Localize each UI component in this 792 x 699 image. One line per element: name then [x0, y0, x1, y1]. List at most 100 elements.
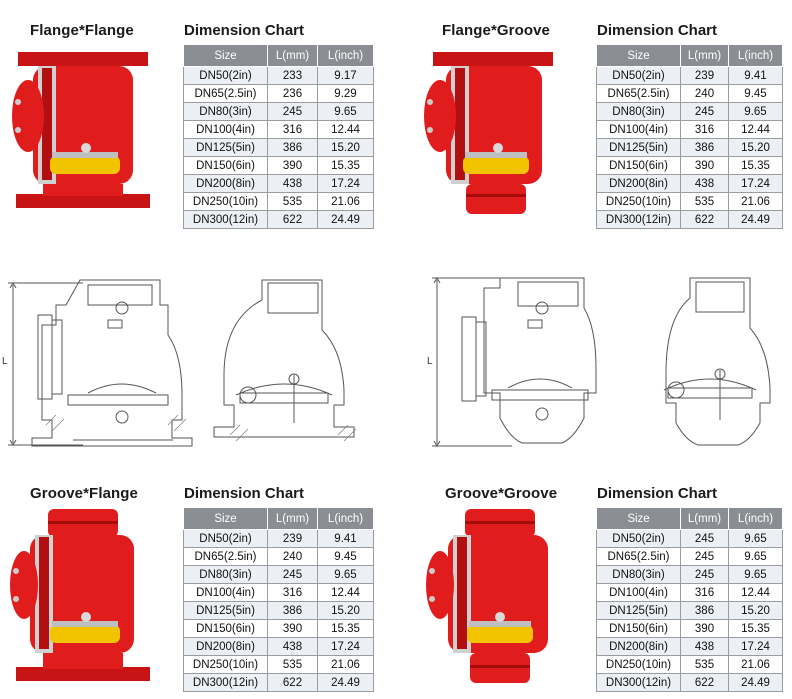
l-mm-cell: 622 [267, 673, 318, 692]
l-inch-cell: 9.65 [317, 102, 374, 121]
section-title-groove-groove: Groove*Groove [445, 485, 558, 502]
l-mm-cell: 316 [680, 120, 729, 139]
l-inch-cell: 17.24 [317, 637, 374, 656]
l-mm-cell: 438 [680, 637, 729, 656]
size-cell: DN50(2in) [596, 529, 681, 548]
l-inch-cell: 9.41 [728, 66, 783, 85]
l-mm-cell: 386 [680, 601, 729, 620]
l-mm-cell: 622 [267, 210, 318, 229]
column-header-l-inch: L(inch) [317, 44, 374, 67]
column-header-l-inch: L(inch) [728, 44, 783, 67]
l-inch-cell: 24.49 [728, 673, 783, 692]
l-mm-cell: 236 [267, 84, 318, 103]
size-cell: DN125(5in) [183, 138, 268, 157]
size-cell: DN200(8in) [596, 174, 681, 193]
size-cell: DN100(4in) [596, 583, 681, 602]
l-inch-cell: 21.06 [728, 655, 783, 674]
size-cell: DN200(8in) [183, 637, 268, 656]
column-header-l-mm: L(mm) [680, 507, 729, 530]
l-inch-cell: 21.06 [317, 655, 374, 674]
l-inch-cell: 15.20 [317, 138, 374, 157]
l-inch-cell: 12.44 [317, 120, 374, 139]
chart-title-3: Dimension Chart [184, 485, 305, 502]
size-cell: DN100(4in) [183, 120, 268, 139]
column-header-l-inch: L(inch) [317, 507, 374, 530]
technical-drawing-right [432, 277, 771, 447]
l-inch-cell: 9.41 [317, 529, 374, 548]
l-inch-cell: 17.24 [728, 637, 783, 656]
size-cell: DN125(5in) [596, 138, 681, 157]
l-mm-cell: 438 [267, 174, 318, 193]
l-inch-cell: 17.24 [317, 174, 374, 193]
dimension-label-l-left: L [2, 356, 8, 367]
l-mm-cell: 438 [680, 174, 729, 193]
l-inch-cell: 15.20 [728, 601, 783, 620]
column-header-size: Size [596, 44, 681, 67]
technical-drawing-left [8, 279, 357, 447]
column-header-l-mm: L(mm) [267, 44, 318, 67]
size-cell: DN50(2in) [183, 66, 268, 85]
l-inch-cell: 9.45 [728, 84, 783, 103]
size-cell: DN65(2.5in) [183, 547, 268, 566]
size-cell: DN150(6in) [183, 619, 268, 638]
dimension-label-l-right: L [427, 356, 433, 367]
l-inch-cell: 21.06 [317, 192, 374, 211]
size-cell: DN80(3in) [183, 565, 268, 584]
l-mm-cell: 245 [267, 102, 318, 121]
l-inch-cell: 24.49 [317, 673, 374, 692]
section-title-flange-groove: Flange*Groove [442, 22, 550, 39]
size-cell: DN150(6in) [183, 156, 268, 175]
l-mm-cell: 245 [267, 565, 318, 584]
size-cell: DN50(2in) [183, 529, 268, 548]
l-inch-cell: 9.65 [728, 547, 783, 566]
l-mm-cell: 245 [680, 565, 729, 584]
l-inch-cell: 9.65 [317, 565, 374, 584]
column-header-size: Size [183, 507, 268, 530]
column-header-l-mm: L(mm) [680, 44, 729, 67]
size-cell: DN300(12in) [596, 210, 681, 229]
l-inch-cell: 24.49 [317, 210, 374, 229]
chart-title-4: Dimension Chart [597, 485, 718, 502]
l-inch-cell: 15.35 [728, 619, 783, 638]
l-inch-cell: 9.65 [728, 529, 783, 548]
chart-title-2: Dimension Chart [597, 22, 718, 39]
section-title-flange-flange: Flange*Flange [30, 22, 134, 39]
size-cell: DN100(4in) [596, 120, 681, 139]
size-cell: DN65(2.5in) [183, 84, 268, 103]
l-inch-cell: 9.45 [317, 547, 374, 566]
l-inch-cell: 15.35 [728, 156, 783, 175]
size-cell: DN200(8in) [596, 637, 681, 656]
l-inch-cell: 12.44 [728, 583, 783, 602]
column-header-l-inch: L(inch) [728, 507, 783, 530]
chart-title-1: Dimension Chart [184, 22, 305, 39]
size-cell: DN125(5in) [183, 601, 268, 620]
